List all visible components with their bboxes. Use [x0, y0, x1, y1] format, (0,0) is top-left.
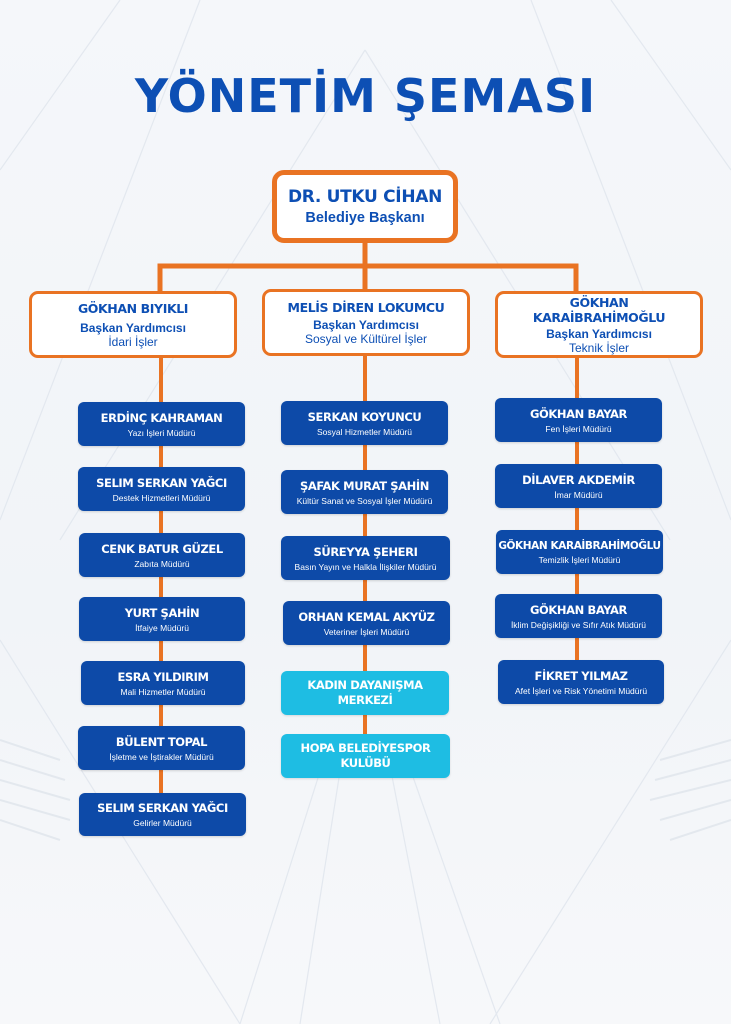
director-box: FİKRET YILMAZ Afet İşleri ve Risk Yöneti… — [498, 660, 664, 704]
director-name: SERKAN KOYUNCU — [307, 409, 422, 424]
director-dept: Zabıta Müdürü — [134, 558, 190, 569]
director-dept: Basın Yayın ve Halkla İlişkiler Müdürü — [294, 561, 437, 572]
director-dept: Mali Hizmetler Müdürü — [120, 686, 206, 697]
director-dept: İklim Değişikliği ve Sıfır Atık Müdürü — [510, 619, 647, 630]
director-box: YURT ŞAHİN İtfaiye Müdürü — [79, 597, 245, 641]
director-box: SELIM SERKAN YAĞCI Destek Hizmetleri Müd… — [78, 467, 245, 511]
director-dept: Kültür Sanat ve Sosyal İşler Müdürü — [296, 495, 433, 506]
director-box: GÖKHAN BAYAR İklim Değişikliği ve Sıfır … — [495, 594, 662, 638]
deputy-name: MELİS DİREN LOKUMCU — [287, 299, 445, 315]
director-name: GÖKHAN KARAİBRAHİMOĞLU — [498, 539, 661, 552]
director-name: CENK BATUR GÜZEL — [101, 541, 223, 556]
mayor-box: DR. UTKU CİHAN Belediye Başkanı — [272, 170, 458, 243]
director-box: GÖKHAN KARAİBRAHİMOĞLU Temizlik İşleri M… — [496, 530, 663, 574]
deputy-dept: Sosyal ve Kültürel İşler — [304, 331, 428, 346]
director-name: DİLAVER AKDEMİR — [522, 472, 635, 487]
deputy-role: Başkan Yardımcısı — [546, 326, 652, 341]
director-box: BÜLENT TOPAL İşletme ve İştirakler Müdür… — [78, 726, 245, 770]
deputy-name: GÖKHAN BIYIKLI — [77, 300, 189, 316]
deputy-role: Başkan Yardımcısı — [313, 317, 419, 332]
director-name: ŞAFAK MURAT ŞAHİN — [300, 478, 429, 493]
deputy-dept: İdari İşler — [108, 334, 158, 349]
director-dept: Afet İşleri ve Risk Yönetimi Müdürü — [514, 685, 648, 696]
director-name: FİKRET YILMAZ — [534, 668, 628, 683]
director-name: ERDİNÇ KAHRAMAN — [100, 410, 223, 425]
director-name: ESRA YILDIRIM — [117, 669, 209, 684]
unit-name: KADIN DAYANIŞMA MERKEZİ — [307, 678, 423, 707]
director-box: ESRA YILDIRIM Mali Hizmetler Müdürü — [81, 661, 245, 705]
mayor-name: DR. UTKU CİHAN — [287, 187, 443, 207]
director-dept: Yazı İşleri Müdürü — [127, 427, 196, 438]
director-name: BÜLENT TOPAL — [115, 734, 208, 749]
unit-box: KADIN DAYANIŞMA MERKEZİ — [281, 671, 449, 715]
director-dept: Destek Hizmetleri Müdürü — [112, 492, 211, 503]
director-dept: Fen İşleri Müdürü — [545, 423, 612, 434]
director-dept: İşletme ve İştirakler Müdürü — [109, 751, 214, 762]
director-dept: Gelirler Müdürü — [133, 818, 192, 828]
page-title: YÖNETİM ŞEMASI — [134, 68, 597, 123]
unit-name: HOPA BELEDİYESPOR KULÜBÜ — [300, 741, 431, 770]
deputy-role: Başkan Yardımcısı — [80, 320, 186, 335]
deputy-box-social-cultural: MELİS DİREN LOKUMCU Başkan Yardımcısı So… — [262, 289, 470, 356]
deputy-name: GÖKHAN KARAİBRAHİMOĞLU — [532, 294, 666, 325]
unit-box: HOPA BELEDİYESPOR KULÜBÜ — [281, 734, 450, 778]
deputy-box-technical: GÖKHAN KARAİBRAHİMOĞLU Başkan Yardımcısı… — [495, 291, 703, 358]
director-dept: Veteriner İşleri Müdürü — [323, 626, 410, 637]
director-box: CENK BATUR GÜZEL Zabıta Müdürü — [79, 533, 245, 577]
director-name: SELIM SERKAN YAĞCI — [97, 801, 228, 815]
deputy-dept: Teknik İşler — [568, 340, 630, 355]
director-name: SELIM SERKAN YAĞCI — [96, 475, 227, 490]
director-box: SELIM SERKAN YAĞCI Gelirler Müdürü — [79, 793, 246, 836]
director-name: SÜREYYA ŞEHERI — [313, 544, 418, 559]
deputy-box-administrative: GÖKHAN BIYIKLI Başkan Yardımcısı İdari İ… — [29, 291, 237, 358]
mayor-role: Belediye Başkanı — [305, 210, 425, 226]
director-dept: İmar Müdürü — [554, 489, 603, 500]
director-box: ORHAN KEMAL AKYÜZ Veteriner İşleri Müdür… — [283, 601, 450, 645]
director-name: GÖKHAN BAYAR — [529, 406, 628, 421]
director-box: ŞAFAK MURAT ŞAHİN Kültür Sanat ve Sosyal… — [281, 470, 448, 514]
director-name: GÖKHAN BAYAR — [529, 602, 628, 617]
director-dept: Temizlik İşleri Müdürü — [538, 554, 621, 565]
director-box: DİLAVER AKDEMİR İmar Müdürü — [495, 464, 662, 508]
director-box: GÖKHAN BAYAR Fen İşleri Müdürü — [495, 398, 662, 442]
director-dept: İtfaiye Müdürü — [135, 622, 189, 633]
director-box: SÜREYYA ŞEHERI Basın Yayın ve Halkla İli… — [281, 536, 450, 580]
director-box: ERDİNÇ KAHRAMAN Yazı İşleri Müdürü — [78, 402, 245, 446]
director-name: YURT ŞAHİN — [124, 605, 200, 620]
director-name: ORHAN KEMAL AKYÜZ — [298, 609, 435, 624]
director-box: SERKAN KOYUNCU Sosyal Hizmetler Müdürü — [281, 401, 448, 445]
director-dept: Sosyal Hizmetler Müdürü — [317, 426, 412, 437]
